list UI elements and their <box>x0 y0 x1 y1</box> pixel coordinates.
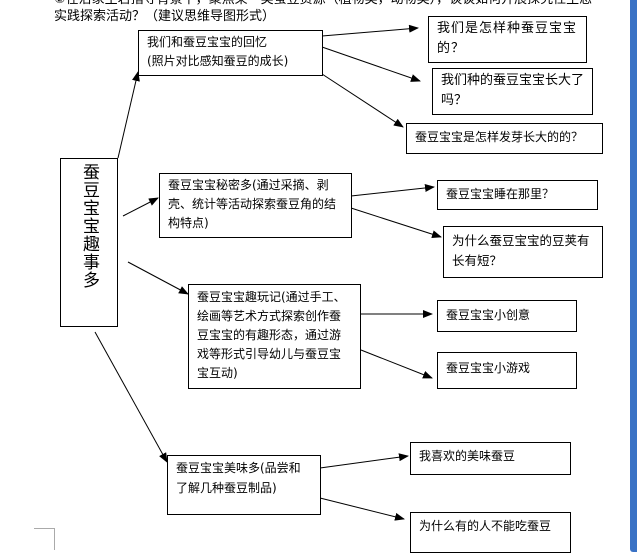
branch-3-line-3: 豆宝宝的有趣形态，通过游 <box>197 328 342 342</box>
leaf-1-2-line-2: 吗？ <box>441 93 468 108</box>
branch-4-line-2: 了解几种蚕豆制品) <box>176 481 277 495</box>
arrow-b1-c1 <box>321 24 419 37</box>
branch-2-line-1: 蚕豆宝宝秘密多(通过采摘、剥 <box>168 178 329 192</box>
leaf-node-2-2: 为什么蚕豆宝宝的豆荚有 长有短？ <box>443 226 603 278</box>
branch-1-line-2: (照片对比感知蚕豆的成长) <box>147 54 289 68</box>
branch-3-line-2: 绘画等艺术方式探索创作蚕 <box>197 309 342 323</box>
branch-3-line-5: 宝互动) <box>197 366 238 380</box>
arrow-b1-c3 <box>321 73 404 128</box>
leaf-node-4-2: 为什么有的人不能吃蚕豆 <box>410 512 571 553</box>
page-corner-mark-vertical <box>54 528 55 550</box>
arrow-root-to-branch-1 <box>117 71 140 159</box>
arrow-b3-c2 <box>360 349 433 379</box>
leaf-2-2-line-1: 为什么蚕豆宝宝的豆荚有 <box>452 233 590 248</box>
leaf-node-2-1: 蚕豆宝宝睡在那里？ <box>437 180 598 210</box>
branch-3-line-4: 戏等形式引导幼儿与蚕豆宝 <box>197 347 342 361</box>
leaf-node-3-1: 蚕豆宝宝小创意 <box>437 300 577 332</box>
leaf-node-1-3: 蚕豆宝宝是怎样发芽长大的的？ <box>406 123 603 154</box>
question-line-2: 实践探索活动？（建议思维导图形式） <box>54 9 276 24</box>
leaf-2-1-line-1: 蚕豆宝宝睡在那里？ <box>446 187 555 201</box>
branch-node-4: 蚕豆宝宝美味多(品尝和 了解几种蚕豆制品) <box>167 455 321 515</box>
leaf-node-4-1: 我喜欢的美味蚕豆 <box>410 442 571 475</box>
root-label: 蚕豆宝宝趣事多 <box>79 163 99 289</box>
arrow-b2-c1 <box>350 183 435 197</box>
branch-node-2: 蚕豆宝宝秘密多(通过采摘、剥 壳、统计等活动探索蚕豆角的结 构特点) <box>159 173 352 238</box>
branch-1-line-1: 我们和蚕豆宝宝的回忆 <box>147 35 268 49</box>
leaf-node-1-1: 我们是怎样种蚕豆宝宝 的？ <box>428 16 587 63</box>
leaf-node-3-2: 蚕豆宝宝小游戏 <box>437 352 577 389</box>
branch-node-1: 我们和蚕豆宝宝的回忆 (照片对比感知蚕豆的成长) <box>138 30 323 76</box>
branch-3-line-1: 蚕豆宝宝趣玩记(通过手工、 <box>197 290 346 304</box>
leaf-1-1-line-1: 我们是怎样种蚕豆宝宝 <box>437 21 578 36</box>
leaf-3-1-line-1: 蚕豆宝宝小创意 <box>446 308 531 322</box>
leaf-3-2-line-1: 蚕豆宝宝小游戏 <box>446 361 531 375</box>
arrow-b4-c2 <box>319 497 405 521</box>
branch-node-3: 蚕豆宝宝趣玩记(通过手工、 绘画等艺术方式探索创作蚕 豆宝宝的有趣形态，通过游 … <box>188 284 361 389</box>
arrow-root-to-branch-4 <box>94 331 168 463</box>
branch-2-line-3: 构特点) <box>168 216 209 230</box>
window-edge-scrollbar[interactable] <box>630 0 637 552</box>
arrow-b4-c1 <box>319 453 409 469</box>
page-corner-mark <box>34 528 54 529</box>
arrow-root-to-branch-2 <box>122 197 159 217</box>
question-line-1: ②在治家主若指导背景下，聚焦某一类蚕豆资源（植物类，动物类），谈谈如何开展探究性… <box>54 0 592 8</box>
leaf-node-1-2: 我们种的蚕豆宝宝长大了 吗？ <box>432 68 593 115</box>
leaf-2-2-line-2: 长有短？ <box>452 253 503 268</box>
arrow-root-to-branch-3 <box>127 261 189 295</box>
leaf-4-1-line-1: 我喜欢的美味蚕豆 <box>419 449 516 463</box>
branch-4-line-1: 蚕豆宝宝美味多(品尝和 <box>176 461 301 475</box>
arrow-b2-c2 <box>350 207 442 239</box>
arrow-b1-c2 <box>321 46 421 82</box>
root-node: 蚕豆宝宝趣事多 <box>60 158 118 327</box>
leaf-4-2-line-1: 为什么有的人不能吃蚕豆 <box>419 519 552 533</box>
branch-2-line-2: 壳、统计等活动探索蚕豆角的结 <box>168 197 337 211</box>
leaf-1-1-line-2: 的？ <box>437 41 466 56</box>
leaf-1-3-line-1: 蚕豆宝宝是怎样发芽长大的的？ <box>415 130 584 144</box>
leaf-1-2-line-1: 我们种的蚕豆宝宝长大了 <box>441 73 585 88</box>
